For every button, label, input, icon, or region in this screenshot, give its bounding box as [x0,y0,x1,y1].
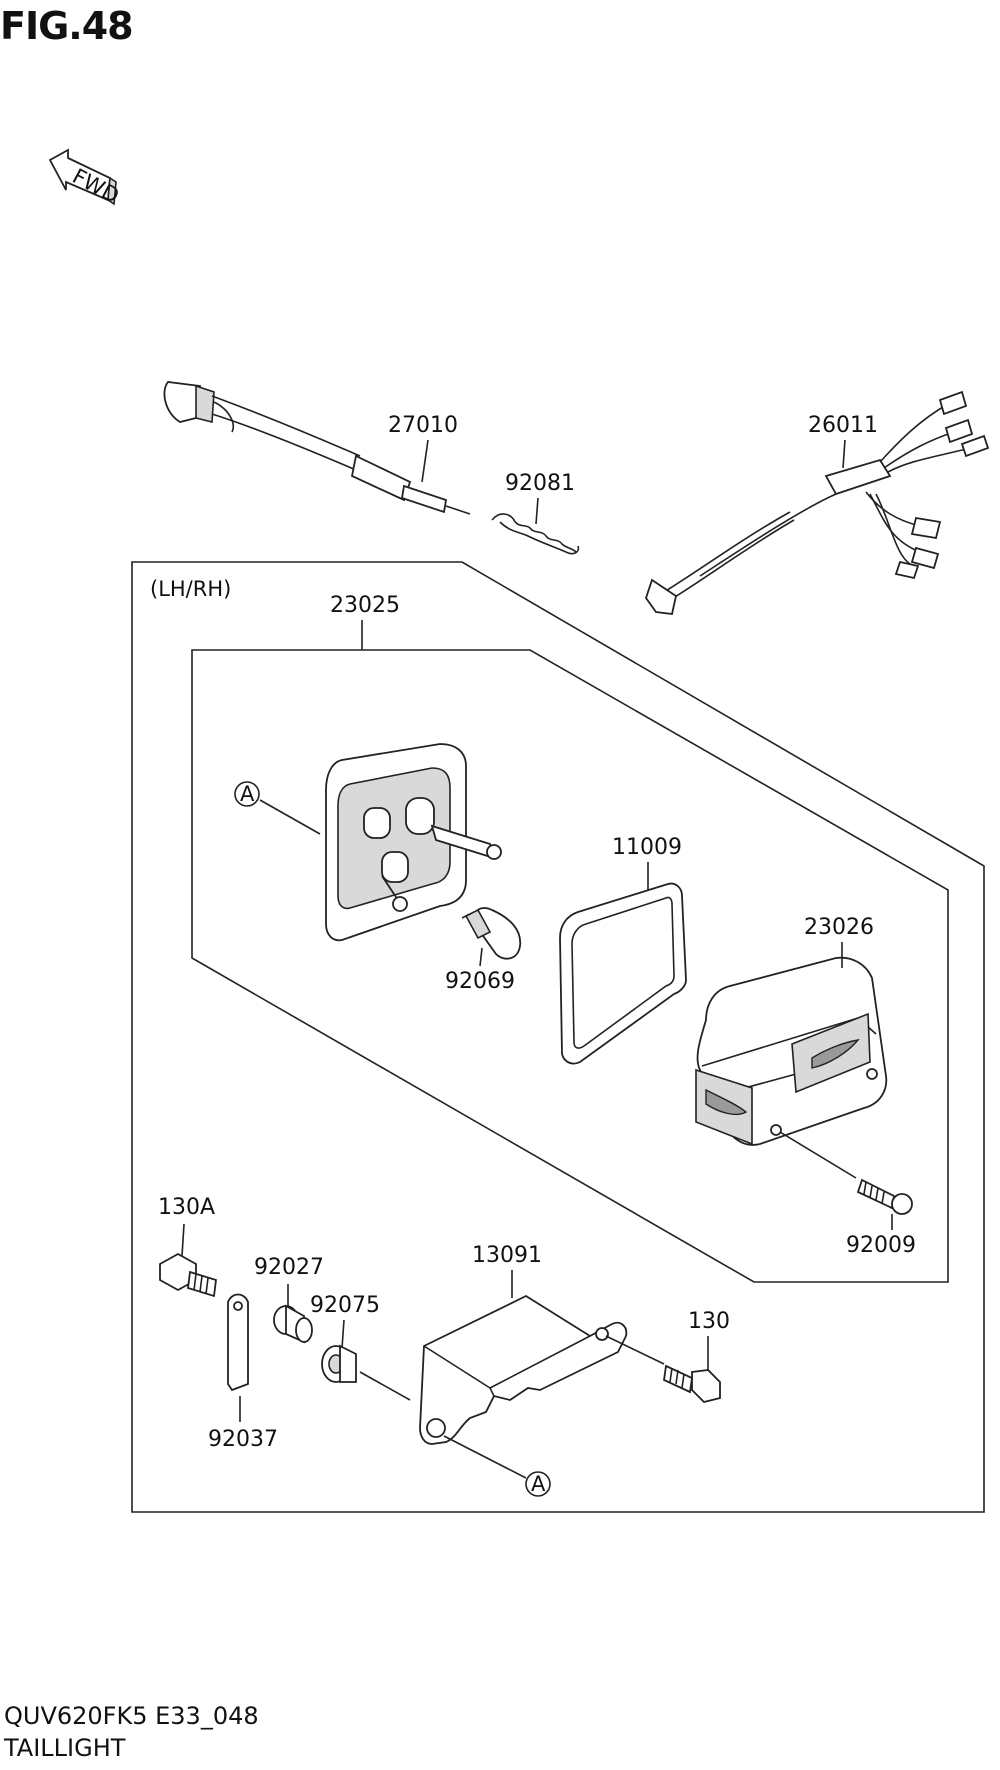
part-130a-bolt[interactable] [159,1252,217,1298]
part-27010-switch[interactable] [163,381,471,515]
svg-text:A: A [240,782,255,806]
part-92027-collar[interactable] [273,1304,313,1344]
label-11009: 11009 [612,835,682,860]
label-92009: 92009 [846,1233,916,1258]
label-92037: 92037 [208,1427,278,1452]
reference-mark-a-lower: A [525,1471,551,1497]
part-lamp-base[interactable] [325,743,502,942]
part-92081-spring[interactable] [491,513,580,555]
label-92069: 92069 [445,969,515,994]
part-92037-clamp[interactable] [227,1293,249,1392]
part-13091-bracket[interactable] [419,1294,628,1479]
reference-mark-a-upper: A [234,781,321,835]
part-23026-lens[interactable] [695,956,888,1146]
part-11009-gasket[interactable] [559,882,687,1065]
label-92027: 92027 [254,1255,324,1280]
variant-note: (LH/RH) [150,577,231,601]
label-23025: 23025 [330,593,400,618]
label-13091: 13091 [472,1243,542,1268]
assembly-frame-23025 [191,649,949,1283]
section-name: TAILLIGHT [4,1734,126,1762]
part-92009-screw[interactable] [779,1131,913,1215]
model-code: QUV620FK5 E33_048 [4,1702,259,1730]
label-130: 130 [688,1309,730,1334]
part-92075-grommet[interactable] [321,1344,411,1401]
label-130a: 130A [158,1195,215,1220]
label-26011: 26011 [808,413,878,438]
label-92081: 92081 [505,471,575,496]
svg-text:A: A [531,1472,546,1496]
assembly-frame-outer [131,561,985,1513]
part-130-bolt[interactable] [605,1335,721,1403]
fwd-arrow-icon: FWD [48,148,123,208]
label-23026: 23026 [804,915,874,940]
part-26011-harness[interactable] [645,390,990,615]
label-92075: 92075 [310,1293,380,1318]
part-92069-bulb[interactable] [461,907,522,960]
figure-title: FIG.48 [0,4,134,48]
label-27010: 27010 [388,413,458,438]
